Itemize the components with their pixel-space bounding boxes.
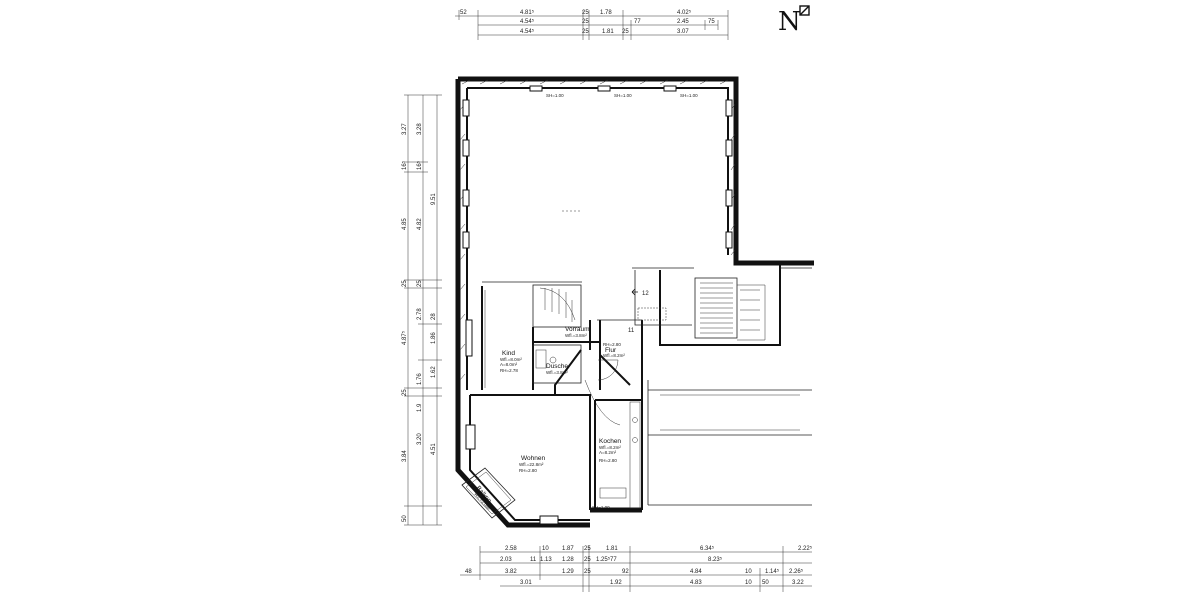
bottom-dim-3-6: 4.84 — [690, 569, 702, 575]
top-dim-1-4: 1.78 — [600, 10, 612, 16]
room-vorraum-title: Vorraum — [565, 326, 590, 333]
bottom-dim-2-1: 2.03 — [500, 557, 512, 563]
bottom-dim-4-6: 3.22 — [792, 580, 804, 586]
stair-label-down: 11 — [628, 328, 635, 334]
room-flur-area: Wfl.=8.2m² — [603, 353, 625, 358]
left-dim-1-3: 4.85 — [402, 218, 408, 230]
top-dim-1-2: 4.81⁵ — [520, 9, 535, 16]
top-dim-2-5: 75 — [708, 19, 715, 25]
bottom-dim-3-5: 92 — [622, 569, 629, 575]
top-dim-3-4: 25 — [622, 29, 629, 35]
top-dim-1-3: 25 — [582, 10, 589, 16]
bottom-dim-3-1: 48 — [465, 569, 472, 575]
left-dim-2-8: 3.20 — [417, 433, 423, 445]
room-vorraum-area: Wfl.=3.8m² — [565, 333, 587, 338]
bottom-dim-3-9: 2.26⁵ — [789, 568, 804, 575]
stair-arrow-up-icon — [631, 288, 638, 296]
bottom-dim-2-7: 77 — [610, 557, 617, 563]
top-dim-2-1: 4.54⁵ — [520, 18, 535, 25]
bottom-dim-3-2: 3.82 — [505, 569, 517, 575]
room-kind-title: Kind — [502, 350, 515, 357]
interior-walls — [455, 281, 812, 528]
room-flur-title: Flur — [605, 347, 617, 354]
top-dimension-chains — [455, 10, 729, 40]
north-arrow-icon — [799, 5, 810, 16]
bottom-dim-2-2: 11 — [530, 557, 537, 563]
bottom-dim-3-3: 1.29 — [562, 569, 574, 575]
room-kochen-height: RH=2.80 — [599, 458, 617, 463]
left-dim-1-7: 3.84 — [402, 450, 408, 462]
room-kind-area: Wfl.=8.0m² — [500, 357, 522, 362]
window-tag-1: SH=1.00 — [546, 93, 564, 98]
bottom-dim-2-3: 1.13 — [540, 557, 552, 563]
room-kind-extra: A=8.0m² — [500, 362, 518, 367]
bottom-dim-1-4: 25 — [584, 546, 591, 552]
left-dim-1-2: 16⁵ — [401, 160, 408, 170]
bottom-dim-4-2: 1.92 — [610, 580, 622, 586]
bottom-dim-1-5: 1.81 — [606, 546, 618, 552]
left-dim-2-6: 1.76 — [417, 373, 423, 385]
left-dim-1-5: 4.87⁵ — [401, 330, 408, 345]
left-dimension-chains — [404, 94, 442, 526]
bottom-dim-1-2: 10 — [542, 546, 549, 552]
top-dim-3-5: 3.07 — [677, 29, 689, 35]
room-kind-height: RH=2.78 — [500, 368, 518, 373]
left-dim-2-3: 4.82 — [417, 218, 423, 230]
room-flur-height: RH=2.80 — [603, 342, 621, 347]
bottom-dim-2-4: 1.28 — [562, 557, 574, 563]
top-dim-3-3: 1.81 — [602, 29, 614, 35]
top-dim-2-2: 25 — [582, 19, 589, 25]
bottom-dim-1-7: 2.22⁵ — [798, 545, 813, 552]
left-dim-2-7: 1.9 — [417, 403, 423, 412]
top-dim-2-4: 2.45 — [677, 19, 689, 25]
left-dim-3-3: 1.86 — [431, 332, 437, 344]
bottom-dim-4-3: 4.83 — [690, 580, 702, 586]
left-dim-1-4: 25 — [402, 280, 408, 287]
room-kochen-title: Kochen — [599, 438, 621, 445]
stair-label-up: 12 — [642, 291, 649, 297]
bottom-dim-3-7: 10 — [745, 569, 752, 575]
north-arrow-label: N — [778, 7, 801, 37]
room-dusche-area: Wfl.=3.8m² — [546, 370, 568, 375]
room-wohnen-title: Wohnen — [521, 455, 545, 462]
bottom-dim-3-4: 25 — [584, 569, 591, 575]
left-dim-3-4: 1.62 — [431, 366, 437, 378]
left-dim-2-5: 2.78 — [417, 308, 423, 320]
left-dim-3-5: 4.51 — [431, 443, 437, 455]
left-dim-2-4: 25 — [417, 280, 423, 287]
room-kochen-extra: A=8.2m² — [599, 450, 617, 455]
bottom-dim-4-1: 3.01 — [520, 580, 532, 586]
top-dim-2-3: 77 — [634, 19, 641, 25]
left-dim-1-1: 3.27 — [402, 123, 408, 135]
window-tag-2: SH=1.00 — [614, 93, 632, 98]
left-dim-2-1: 3.28 — [417, 123, 423, 135]
window-tag-3: SH=1.00 — [680, 93, 698, 98]
bottom-dim-3-8: 1.14⁵ — [765, 568, 780, 575]
exterior-walls — [455, 76, 814, 390]
bottom-dim-1-3: 1.87 — [562, 546, 574, 552]
bottom-dim-2-5: 25 — [584, 557, 591, 563]
room-kochen-area: Wfl.=8.2m² — [599, 445, 621, 450]
room-wohnen-height: RH=2.80 — [519, 468, 537, 473]
top-dim-1-5: 4.02⁵ — [677, 9, 692, 16]
top-dim-3-2: 25 — [582, 29, 589, 35]
top-dim-3-1: 4.54⁵ — [520, 28, 535, 35]
left-dim-2-2: 16⁵ — [416, 160, 423, 170]
bottom-dimension-chains — [460, 546, 812, 592]
room-wohnen-area: Wfl.=22.8m² — [519, 462, 544, 467]
top-dim-1-1: 52 — [460, 10, 467, 16]
bottom-dim-1-6: 6.34⁵ — [700, 545, 715, 552]
bottom-dim-1-1: 2.58 — [505, 546, 517, 552]
bottom-dim-2-8: 8.23⁵ — [708, 556, 723, 563]
bottom-dim-4-5: 50 — [762, 580, 769, 586]
room-dusche-title: Dusche — [546, 363, 568, 370]
left-dim-3-1: 9.51 — [431, 193, 437, 205]
bottom-dim-2-6: 1.25⁵ — [596, 556, 611, 563]
bottom-dim-4-4: 10 — [745, 580, 752, 586]
left-dim-3-2: 28 — [431, 313, 437, 320]
stairwell — [632, 263, 812, 346]
left-dim-1-8: 50 — [402, 515, 408, 522]
left-dim-1-6: 25 — [402, 389, 408, 396]
